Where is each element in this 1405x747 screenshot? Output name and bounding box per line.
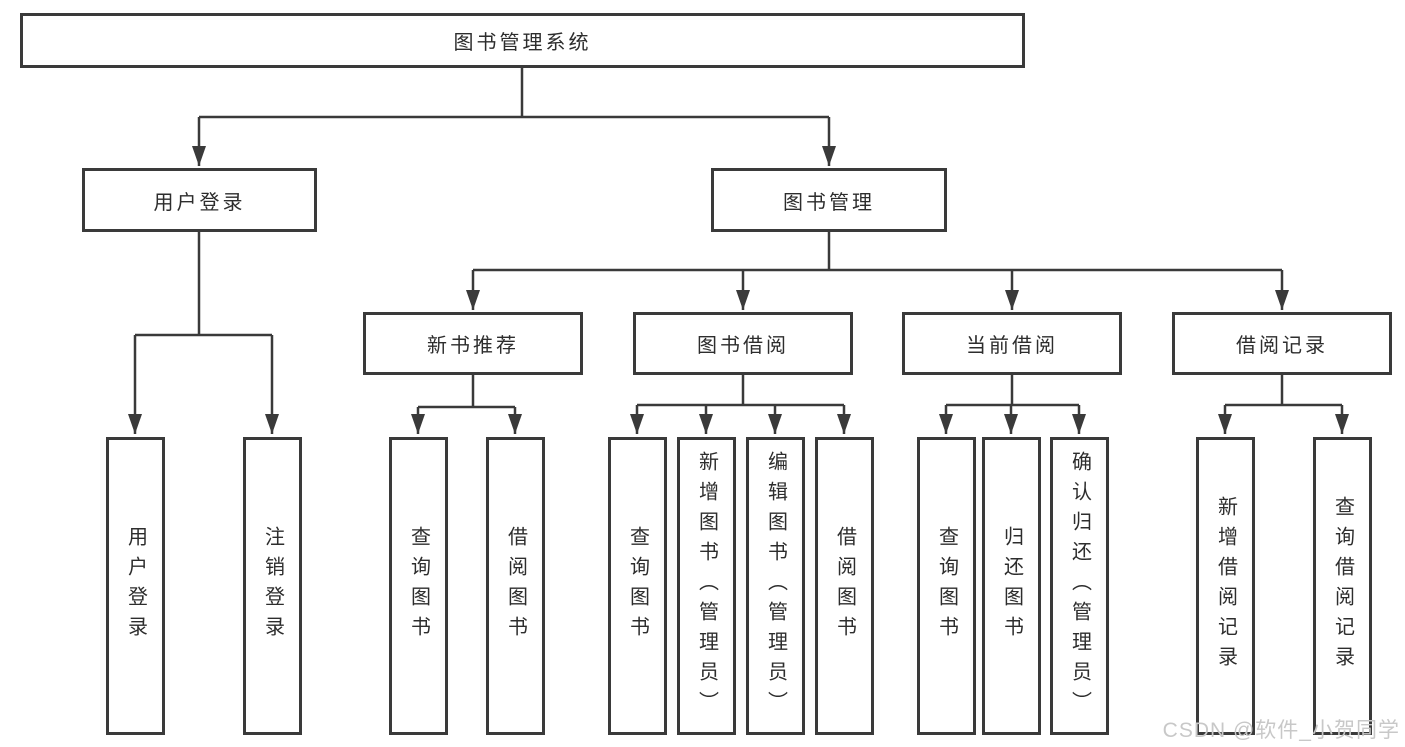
node-label: 新增图书（管理员） [695,451,718,721]
node-confirm-return-admin: 确认归还（管理员） [1050,437,1109,735]
node-query-borrow-record: 查询借阅记录 [1313,437,1372,735]
node-borrow-books-recommend: 借阅图书 [486,437,545,735]
node-label: 用户登录 [153,191,246,214]
watermark: CSDN @软件_小贺同学 [1162,719,1400,742]
node-label: 当前借阅 [966,335,1058,357]
node-label: 借阅图书 [833,526,856,646]
node-label: 查询借阅记录 [1331,496,1354,676]
node-label: 编辑图书（管理员） [764,451,787,721]
node-label: 查询图书 [407,526,430,646]
node-logout: 注销登录 [243,437,302,735]
node-book-management: 图书管理 [711,168,947,232]
node-label: 图书借阅 [697,335,789,357]
node-new-book-recommendation: 新书推荐 [363,312,583,375]
node-add-books-admin: 新增图书（管理员） [677,437,736,735]
node-query-books-borrowing: 查询图书 [608,437,667,735]
node-label: 用户登录 [124,526,147,646]
node-add-borrow-record: 新增借阅记录 [1196,437,1255,735]
node-query-books-current: 查询图书 [917,437,976,735]
node-query-books-recommend: 查询图书 [389,437,448,735]
node-return-books: 归还图书 [982,437,1041,735]
node-label: 注销登录 [261,526,284,646]
node-label: 新增借阅记录 [1214,496,1237,676]
node-label: 借阅图书 [504,526,527,646]
node-book-borrowing: 图书借阅 [633,312,853,375]
node-library-management-system: 图书管理系统 [20,13,1025,68]
node-label: 借阅记录 [1236,335,1328,357]
node-label: 新书推荐 [427,335,519,357]
node-user-login-leaf: 用户登录 [106,437,165,735]
node-borrow-books-borrowing: 借阅图书 [815,437,874,735]
node-label: 归还图书 [1000,526,1023,646]
node-borrowing-records: 借阅记录 [1172,312,1392,375]
node-label: 图书管理 [783,191,875,214]
node-label: 图书管理系统 [453,32,592,54]
node-label: 查询图书 [626,526,649,646]
node-user-login: 用户登录 [82,168,317,232]
node-label: 查询图书 [935,526,958,646]
node-edit-books-admin: 编辑图书（管理员） [746,437,805,735]
node-current-borrowing: 当前借阅 [902,312,1122,375]
node-label: 确认归还（管理员） [1068,451,1091,721]
